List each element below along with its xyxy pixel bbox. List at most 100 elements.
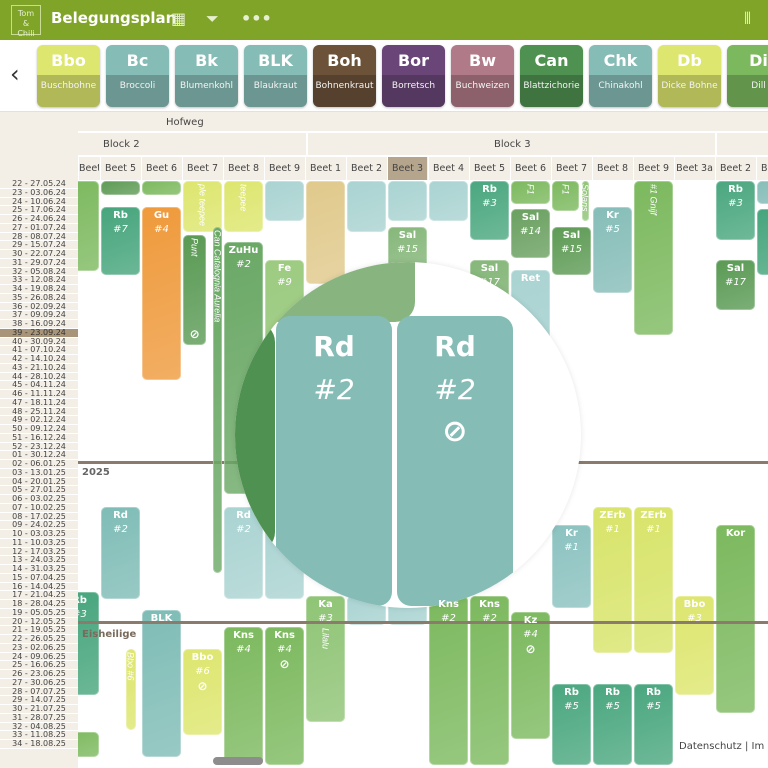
planting-number: #4	[154, 224, 169, 236]
planting-label: Sal	[398, 229, 417, 241]
planting-block[interactable]	[142, 181, 181, 195]
planting-block[interactable]	[429, 181, 468, 221]
planting-block[interactable]: Rb#5	[552, 684, 591, 766]
beet-header[interactable]: Beet 2	[346, 157, 386, 180]
columns-icon[interactable]: ⦀	[744, 9, 752, 28]
planting-variety: ple teepee	[197, 184, 208, 227]
planting-block[interactable]	[757, 209, 768, 276]
week-row-label: 35 - 26.08.24	[0, 293, 78, 303]
planting-block[interactable]: Sal#14	[511, 209, 550, 258]
planting-block[interactable]: Solans	[580, 181, 591, 221]
beet-header[interactable]: Beet 9	[633, 157, 673, 180]
magnifier-overlay: Rd#2 Rd#2⊘	[235, 262, 581, 608]
week-row-label: 23 - 02.06.25	[0, 643, 78, 653]
planting-block[interactable]	[78, 181, 99, 271]
planting-block[interactable]: Kns#2	[470, 595, 509, 766]
planting-block[interactable]: Kns#2	[429, 595, 468, 766]
planting-block[interactable]: ZErb#1	[593, 507, 632, 654]
planting-block[interactable]: Sal#15	[552, 226, 591, 276]
planting-block[interactable]: Kor	[716, 524, 755, 713]
beet-header[interactable]: Beet 9	[264, 157, 304, 180]
chip-abbr: Bor	[397, 51, 430, 70]
planting-block[interactable]: BLK	[142, 609, 181, 757]
planting-block[interactable]	[757, 181, 768, 204]
beet-header[interactable]: Beet 1	[305, 157, 345, 180]
planting-block[interactable]	[265, 181, 304, 221]
block-divider	[715, 133, 717, 155]
beet-header[interactable]: Beet 6	[141, 157, 181, 180]
planting-number: #5	[605, 224, 620, 236]
beet-header[interactable]: Beet 2	[715, 157, 755, 180]
planting-block[interactable]: Rd#2	[101, 507, 140, 599]
planting-block[interactable]: F1	[511, 181, 550, 204]
chevron-left-icon[interactable]: ‹	[10, 60, 20, 88]
planting-block[interactable]: Sal#17	[716, 259, 755, 311]
planting-block[interactable]: Rb#7	[101, 207, 140, 276]
planting-block[interactable]: Kr#5	[593, 207, 632, 293]
planting-block[interactable]: Rb#5	[593, 684, 632, 766]
planting-block[interactable]: Rb#3	[470, 181, 509, 241]
planting-block[interactable]: Can Catalognia Aurelia	[212, 226, 222, 573]
planting-label: Rb	[482, 184, 497, 195]
planting-block[interactable]: #1 Gnijf	[634, 181, 673, 335]
planting-block[interactable]: Kr#1	[552, 524, 591, 608]
planting-block[interactable]: Rb#3	[716, 181, 755, 241]
planting-label: Rd	[236, 510, 251, 522]
planting-block[interactable]	[388, 181, 427, 221]
beet-header[interactable]: Beet 3	[756, 157, 768, 180]
beet-header[interactable]: Beet 3	[387, 157, 427, 180]
app-logo[interactable]: Tom&Chili	[11, 5, 41, 38]
zoomed-planting-card[interactable]: Rd#2	[276, 316, 392, 606]
planting-block[interactable]: Kns#4⊘	[265, 627, 304, 766]
planting-block[interactable]: Gu#4	[142, 207, 181, 381]
beet-header[interactable]: Beet 8	[592, 157, 632, 180]
planting-variety: Solans	[580, 184, 591, 212]
planting-block[interactable]: Punt⊘	[183, 235, 207, 346]
beet-header[interactable]: Beet 4	[78, 157, 99, 180]
planting-block[interactable]	[347, 181, 386, 232]
beet-header[interactable]: Beet 5	[469, 157, 509, 180]
planting-number: #17	[724, 276, 747, 288]
calendar-icon[interactable]: ▦	[171, 9, 187, 28]
planting-block[interactable]: Bbo#6⊘	[183, 649, 222, 735]
beet-header[interactable]: Beet 7	[182, 157, 222, 180]
planting-block[interactable]: teepee	[224, 181, 263, 232]
planting-block[interactable]: ZErb#1	[634, 507, 673, 654]
horizontal-scrollbar[interactable]	[213, 757, 263, 765]
planting-number: #3	[728, 198, 743, 209]
beet-header[interactable]: Beet 4	[428, 157, 468, 180]
planting-block[interactable]: F1	[552, 181, 579, 212]
planting-block[interactable]: Bbo#3	[675, 595, 714, 696]
planting-block[interactable]	[78, 732, 99, 757]
filter-icon[interactable]: ⏷	[206, 9, 219, 28]
beet-header[interactable]: Beet 8	[223, 157, 263, 180]
planting-block[interactable]: ple teepee	[183, 181, 222, 232]
beet-header[interactable]: Beet 7	[551, 157, 591, 180]
beet-header[interactable]: Beet 6	[510, 157, 550, 180]
planting-block[interactable]	[101, 181, 140, 195]
planting-block[interactable]: Kz#4⊘	[511, 612, 550, 739]
beet-header[interactable]: Beet 3a	[674, 157, 714, 180]
more-icon[interactable]: •••	[241, 9, 272, 28]
planting-block[interactable]: Rb#5	[634, 684, 673, 766]
chip-name: Dicke Bohne	[658, 75, 721, 107]
planting-block[interactable]: Rb#3	[78, 592, 99, 696]
beet-header[interactable]: Beet 5	[100, 157, 140, 180]
footer-links[interactable]: Datenschutz | Im	[677, 740, 767, 753]
zoomed-planting-card[interactable]: Rd#2⊘	[397, 316, 513, 606]
week-row-label: 45 - 04.11.24	[0, 380, 78, 390]
planting-block[interactable]: Kns#4	[224, 627, 263, 766]
planting-block[interactable]: Bbo #6	[125, 649, 136, 731]
